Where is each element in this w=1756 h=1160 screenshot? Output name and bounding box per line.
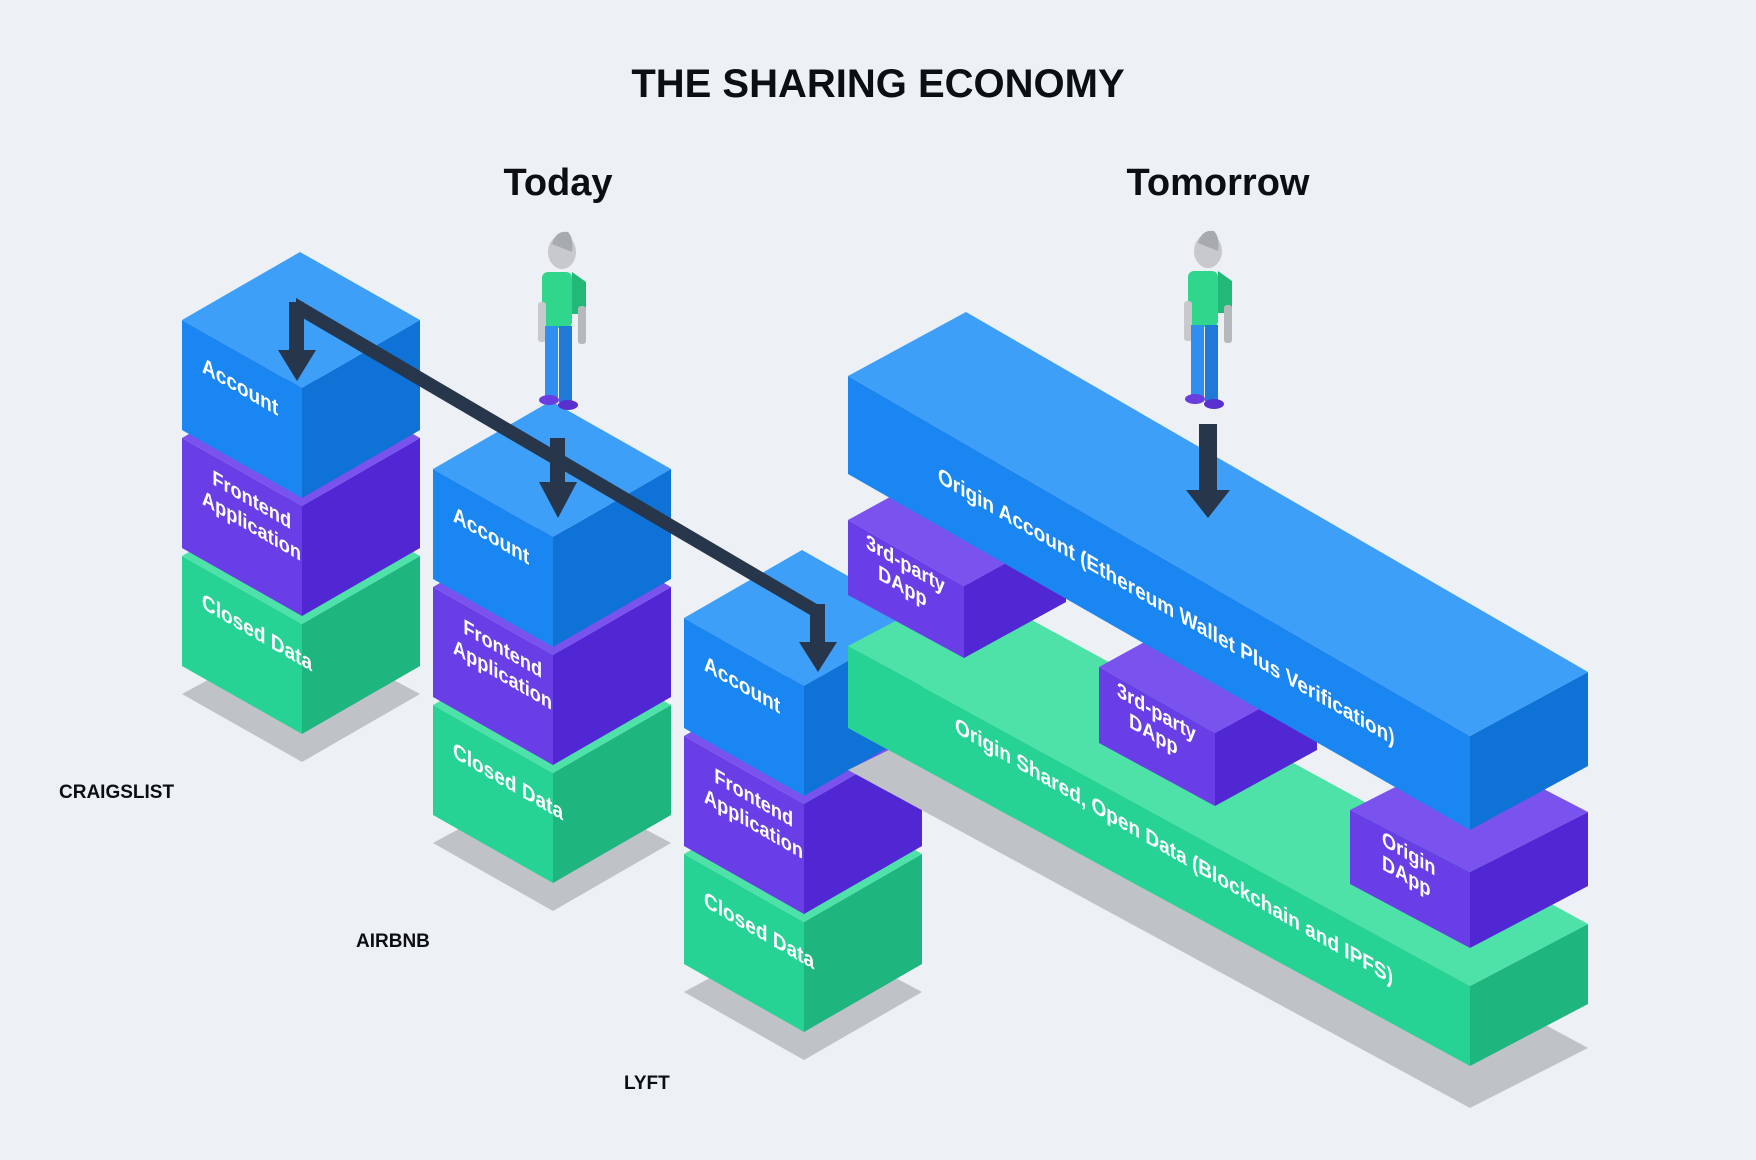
person-tomorrow-icon bbox=[1184, 230, 1232, 409]
arrow-head-3 bbox=[799, 642, 837, 672]
company-label-lyft: LYFT bbox=[624, 1073, 670, 1094]
person-today-icon bbox=[538, 231, 586, 410]
tomorrow-structure: Origin Account (Ethereum Wallet Plus Ver… bbox=[848, 312, 1588, 1108]
tomorrow-arrow-shaft bbox=[1199, 424, 1217, 494]
block-left-face bbox=[684, 736, 804, 914]
today-arrow bbox=[278, 298, 837, 672]
block-left-face bbox=[684, 854, 804, 1032]
block-left-face bbox=[684, 618, 804, 796]
company-label-craigslist: CRAIGSLIST bbox=[59, 782, 174, 803]
today-heading: Today bbox=[503, 162, 612, 204]
block-left-face bbox=[182, 556, 302, 734]
diagram-title: THE SHARING ECONOMY bbox=[631, 62, 1125, 106]
block-left-face bbox=[182, 438, 302, 616]
arrow-head-2 bbox=[539, 482, 577, 518]
company-label-airbnb: AIRBNB bbox=[356, 931, 430, 952]
block-right-face bbox=[804, 854, 922, 1032]
block-right-face bbox=[553, 587, 671, 765]
arrow-drop-1 bbox=[289, 302, 304, 356]
block-right-face bbox=[302, 438, 420, 616]
block-right-face bbox=[553, 705, 671, 883]
block-right-face bbox=[302, 556, 420, 734]
block-left-face bbox=[433, 705, 553, 883]
arrow-head-1 bbox=[278, 350, 316, 381]
arrow-drop-3 bbox=[810, 604, 825, 648]
tomorrow-heading: Tomorrow bbox=[1127, 162, 1310, 204]
block-left-face bbox=[182, 320, 302, 498]
block-left-face bbox=[433, 587, 553, 765]
origin-account-slab bbox=[848, 312, 1588, 830]
tomorrow-arrow-head bbox=[1186, 490, 1230, 518]
block-left-face bbox=[433, 469, 553, 647]
arrow-drop-2 bbox=[550, 438, 565, 488]
